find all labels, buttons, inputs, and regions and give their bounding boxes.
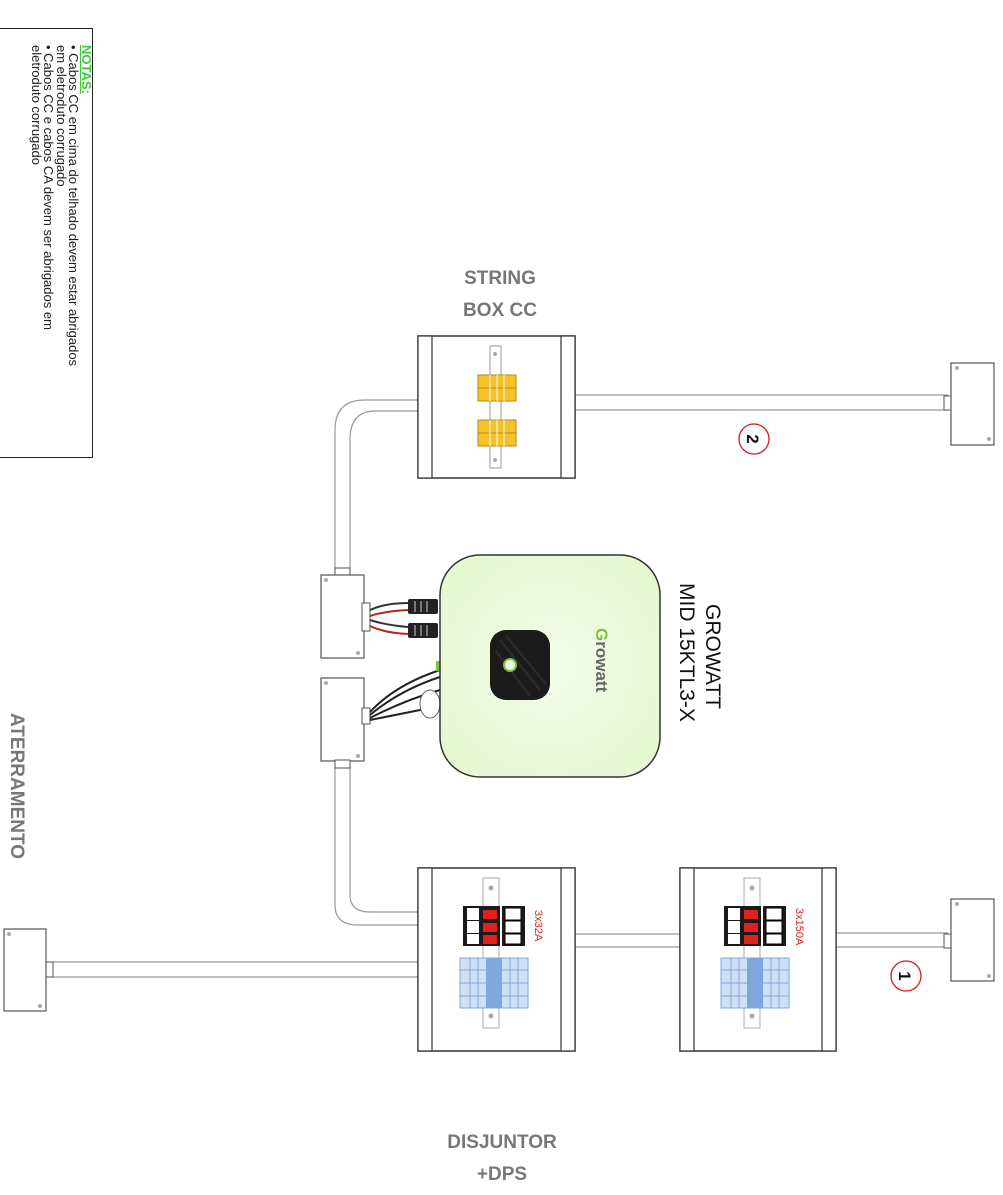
dps-2 (720, 957, 790, 1009)
junction-box-bottom-right (943, 898, 995, 982)
svg-text:1: 1 (895, 971, 914, 980)
aterramento-label: ATERRAMENTO (6, 713, 27, 859)
notes-panel: NOTAS: • Cabos CC em cima do telhado dev… (0, 28, 93, 458)
breaker-panel-2 (679, 867, 837, 1052)
breaker-2-rating: 3x150A (793, 908, 805, 946)
breaker-panel-1 (417, 867, 576, 1052)
breaker-1-rating: 3x32A (532, 910, 544, 942)
junction-box-ac (320, 677, 371, 769)
junction-box-top-right (943, 362, 995, 446)
string-box-label-line2: BOX CC (463, 300, 537, 321)
svg-text:2: 2 (743, 434, 762, 443)
mc4-connector-2 (408, 623, 438, 638)
circuit-breaker-2 (724, 906, 786, 946)
marker-2: 2 (738, 423, 770, 455)
fuse-holder-1 (477, 374, 517, 402)
dps-1 (459, 957, 529, 1009)
inverter-display (490, 630, 550, 700)
marker-1: 1 (890, 960, 922, 992)
string-box-label-line1: STRING (464, 268, 536, 289)
fuse-holder-2 (477, 419, 517, 447)
ac-cables (369, 661, 442, 721)
inverter-brand-label: GROWATT (701, 604, 724, 709)
inverter: Growatt (439, 554, 661, 778)
inverter-logo: Growatt (592, 628, 611, 693)
mc4-connector-1 (408, 599, 438, 614)
conduits (52, 394, 948, 978)
disjuntor-label-line1: DISJUNTOR (447, 1132, 557, 1153)
junction-box-dc (320, 567, 371, 659)
inverter-model-label: MID 15KTL3-X (675, 583, 698, 722)
junction-box-ground (3, 928, 54, 1012)
circuit-breaker-1 (463, 906, 525, 946)
string-box (417, 335, 576, 479)
dc-cables (369, 599, 438, 638)
disjuntor-label-line2: +DPS (477, 1164, 527, 1185)
